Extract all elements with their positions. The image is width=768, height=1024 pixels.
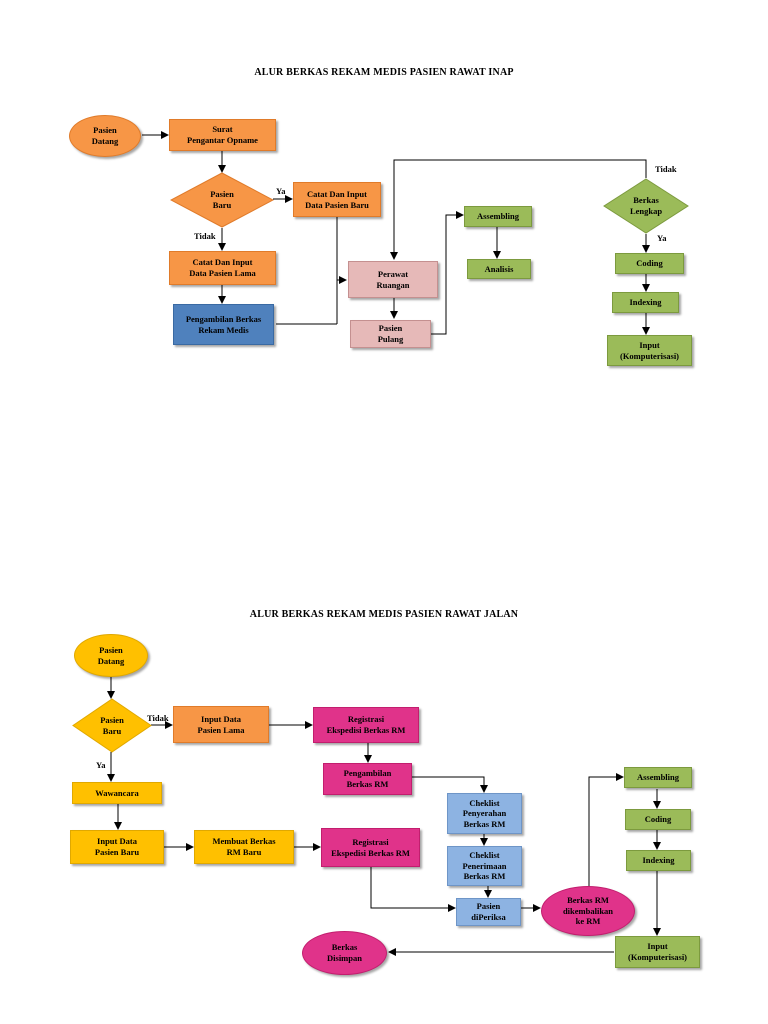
node-surat-pengantar-opname: Surat Pengantar Opname <box>169 119 276 151</box>
node-j-indexing: Indexing <box>626 850 691 871</box>
node-j-input-data-pasien-baru: Input Data Pasien Baru <box>70 830 164 864</box>
label-j-tidak: Tidak <box>147 713 169 723</box>
label-tidak: Tidak <box>194 231 216 241</box>
arrow-pulang-to-assembling <box>431 211 464 335</box>
arrow-j-registrasi2-to-diperiksa <box>370 867 456 912</box>
label-tidak-berkas: Tidak <box>655 164 677 174</box>
node-j-pengambilan-berkas-rm: Pengambilan Berkas RM <box>323 763 412 795</box>
node-j-berkas-dikembalikan: Berkas RM dikembalikan ke RM <box>541 886 635 936</box>
node-assembling: Assembling <box>464 206 532 227</box>
node-pengambilan-berkas-rekam-medis: Pengambilan Berkas Rekam Medis <box>173 304 274 345</box>
node-j-pasien-diperiksa: Pasien diPeriksa <box>456 898 521 926</box>
decision-pasien-baru-label: Pasien Baru <box>210 189 234 210</box>
title-rawat-inap: ALUR BERKAS REKAM MEDIS PASIEN RAWAT INA… <box>254 67 514 78</box>
node-input-komputerisasi: Input (Komputerisasi) <box>607 335 692 366</box>
label-ya-berkas: Ya <box>657 233 667 243</box>
decision-j-pasien-baru-label: Pasien Baru <box>100 714 124 736</box>
title-rawat-jalan: ALUR BERKAS REKAM MEDIS PASIEN RAWAT JAL… <box>249 609 519 620</box>
node-coding: Coding <box>615 253 684 274</box>
node-catat-data-pasien-baru: Catat Dan Input Data Pasien Baru <box>293 182 381 217</box>
node-perawat-ruangan: Perawat Ruangan <box>348 261 438 298</box>
arrow-j-dikembalikan-to-assembling <box>588 773 624 887</box>
node-indexing: Indexing <box>612 292 679 313</box>
node-j-assembling: Assembling <box>624 767 692 788</box>
decision-pasien-baru: Pasien Baru <box>170 172 274 228</box>
node-j-cheklist-penerimaan: Cheklist Penerimaan Berkas RM <box>447 846 522 886</box>
node-j-registrasi-ekspedisi-2: Registrasi Ekspedisi Berkas RM <box>321 828 420 867</box>
node-analisis: Analisis <box>467 259 531 279</box>
node-j-berkas-disimpan: Berkas Disimpan <box>302 931 387 975</box>
node-j-pasien-datang: Pasien Datang <box>74 634 148 677</box>
decision-j-pasien-baru: Pasien Baru <box>72 698 152 753</box>
node-j-registrasi-ekspedisi-1: Registrasi Ekspedisi Berkas RM <box>313 707 419 743</box>
label-j-ya: Ya <box>96 760 106 770</box>
node-j-wawancara: Wawancara <box>72 782 162 804</box>
node-pasien-pulang: Pasien Pulang <box>350 320 431 348</box>
decision-berkas-lengkap: Berkas Lengkap <box>603 178 689 234</box>
node-j-membuat-berkas-rm-baru: Membuat Berkas RM Baru <box>194 830 294 864</box>
arrow-tidak-to-perawat <box>390 159 647 260</box>
node-j-coding: Coding <box>625 809 691 830</box>
arrow-j-pengambilan-to-cheklist <box>412 776 488 793</box>
node-pasien-datang: Pasien Datang <box>69 115 141 157</box>
node-j-cheklist-penyerahan: Cheklist Penyerahan Berkas RM <box>447 793 522 834</box>
node-j-input-data-pasien-lama: Input Data Pasien Lama <box>173 706 269 743</box>
decision-berkas-lengkap-label: Berkas Lengkap <box>629 195 663 216</box>
label-ya: Ya <box>276 186 286 196</box>
node-catat-data-pasien-lama: Catat Dan Input Data Pasien Lama <box>169 251 276 285</box>
node-j-input-komputerisasi: Input (Komputerisasi) <box>615 936 700 968</box>
